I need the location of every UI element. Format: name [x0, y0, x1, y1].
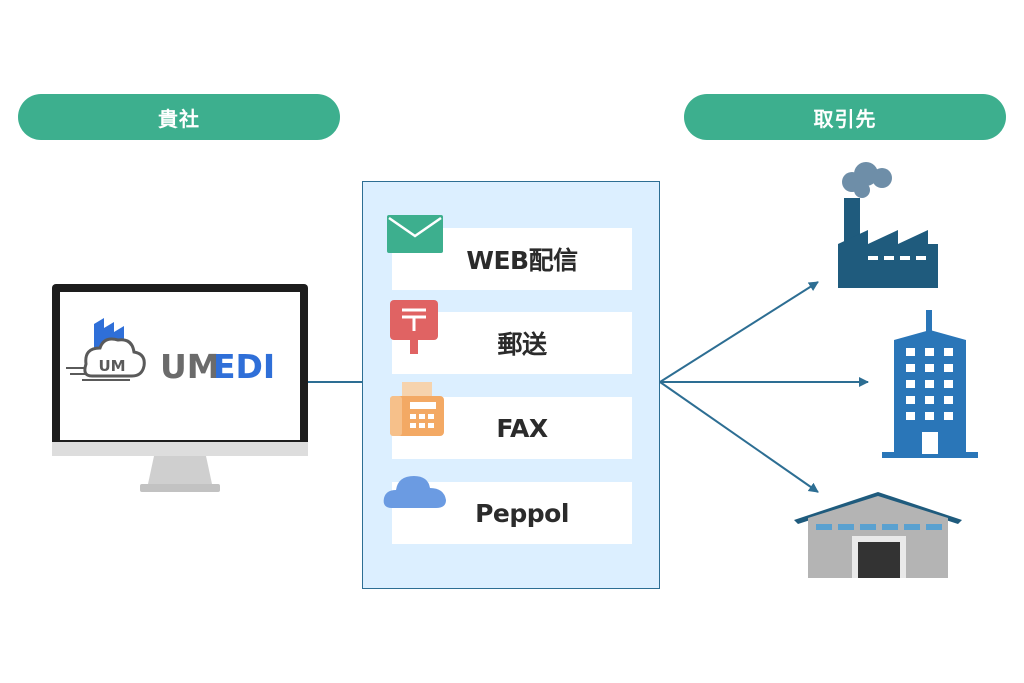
method-fax-label: FAX [496, 413, 548, 443]
office-building-icon [882, 310, 978, 458]
monitor-icon: UM UM EDI [52, 284, 308, 492]
cloud-icon [383, 476, 446, 508]
umedi-logo: UM UM EDI [66, 318, 275, 386]
envelope-icon [387, 215, 443, 253]
logo-text-um: UM [160, 347, 220, 386]
company-label: 貴社 [158, 106, 200, 131]
fax-icon [390, 382, 444, 436]
method-peppol: Peppol [392, 482, 632, 544]
method-post-label: 郵送 [497, 330, 547, 359]
partner-label-pill: 取引先 [684, 94, 1006, 140]
arrow-to-warehouse [659, 381, 819, 493]
partner-label: 取引先 [813, 106, 877, 131]
factory-icon [838, 162, 938, 288]
method-web-label: WEB配信 [466, 246, 578, 275]
method-peppol-label: Peppol [475, 498, 569, 528]
logo-cloud-text: UM [98, 357, 125, 375]
warehouse-icon [794, 492, 962, 578]
company-label-pill: 貴社 [18, 94, 340, 140]
postbox-icon [390, 300, 438, 354]
logo-text-edi: EDI [213, 347, 275, 386]
arrow-to-factory [659, 281, 819, 383]
